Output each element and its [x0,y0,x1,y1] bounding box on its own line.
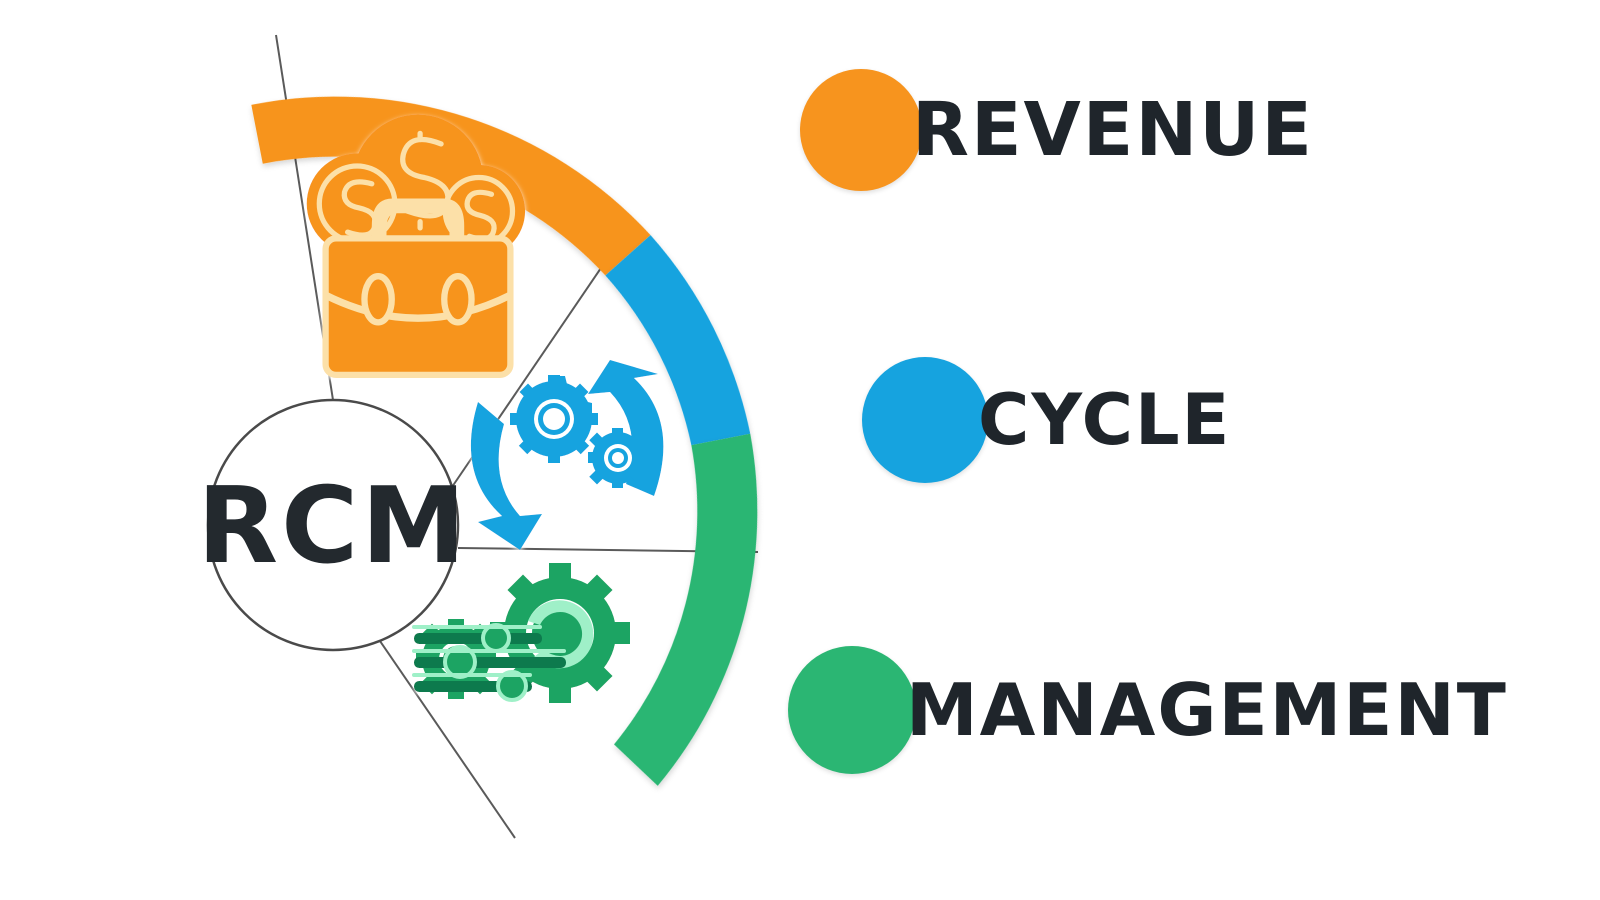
legend-label-management: MANAGEMENT [906,668,1508,752]
legend-label-revenue: REVENUE [912,87,1314,173]
cycle-arrow-down [470,402,542,550]
hub-circle[interactable] [206,398,460,652]
legend-label-cycle: CYCLE [978,379,1232,461]
arc-segment-cycle[interactable] [599,224,751,455]
briefcase-buckle-left [361,273,395,326]
briefcase-with-coins-icon [306,114,526,379]
legend: REVENUE CYCLE MANAGEMENT [780,0,1600,900]
divider-line-bottom [379,640,516,839]
legend-item-management[interactable]: MANAGEMENT [788,635,1508,785]
gears-with-cycle-arrows-icon [470,360,664,550]
arc-segment-revenue[interactable] [251,35,656,336]
briefcase-strap [323,291,513,322]
briefcase-handle [371,198,465,241]
legend-dot-revenue [800,69,922,191]
management-slider-highlights [412,625,566,677]
coin-left-dollar [341,179,379,238]
legend-dot-cycle [862,357,988,483]
management-slider-knobs [443,623,528,702]
legend-dot-management [788,646,916,774]
briefcase-buckle-right [441,273,475,326]
legend-item-revenue[interactable]: REVENUE [800,55,1314,205]
arc-segment-management[interactable] [561,433,813,793]
cycle-gear-small [588,428,648,488]
cycle-gear-large [510,375,598,463]
legend-item-cycle[interactable]: CYCLE [862,345,1231,495]
gears-with-settings-sliders-icon [412,563,630,703]
briefcase-body [322,235,514,379]
hub-label: RCM [197,465,468,587]
